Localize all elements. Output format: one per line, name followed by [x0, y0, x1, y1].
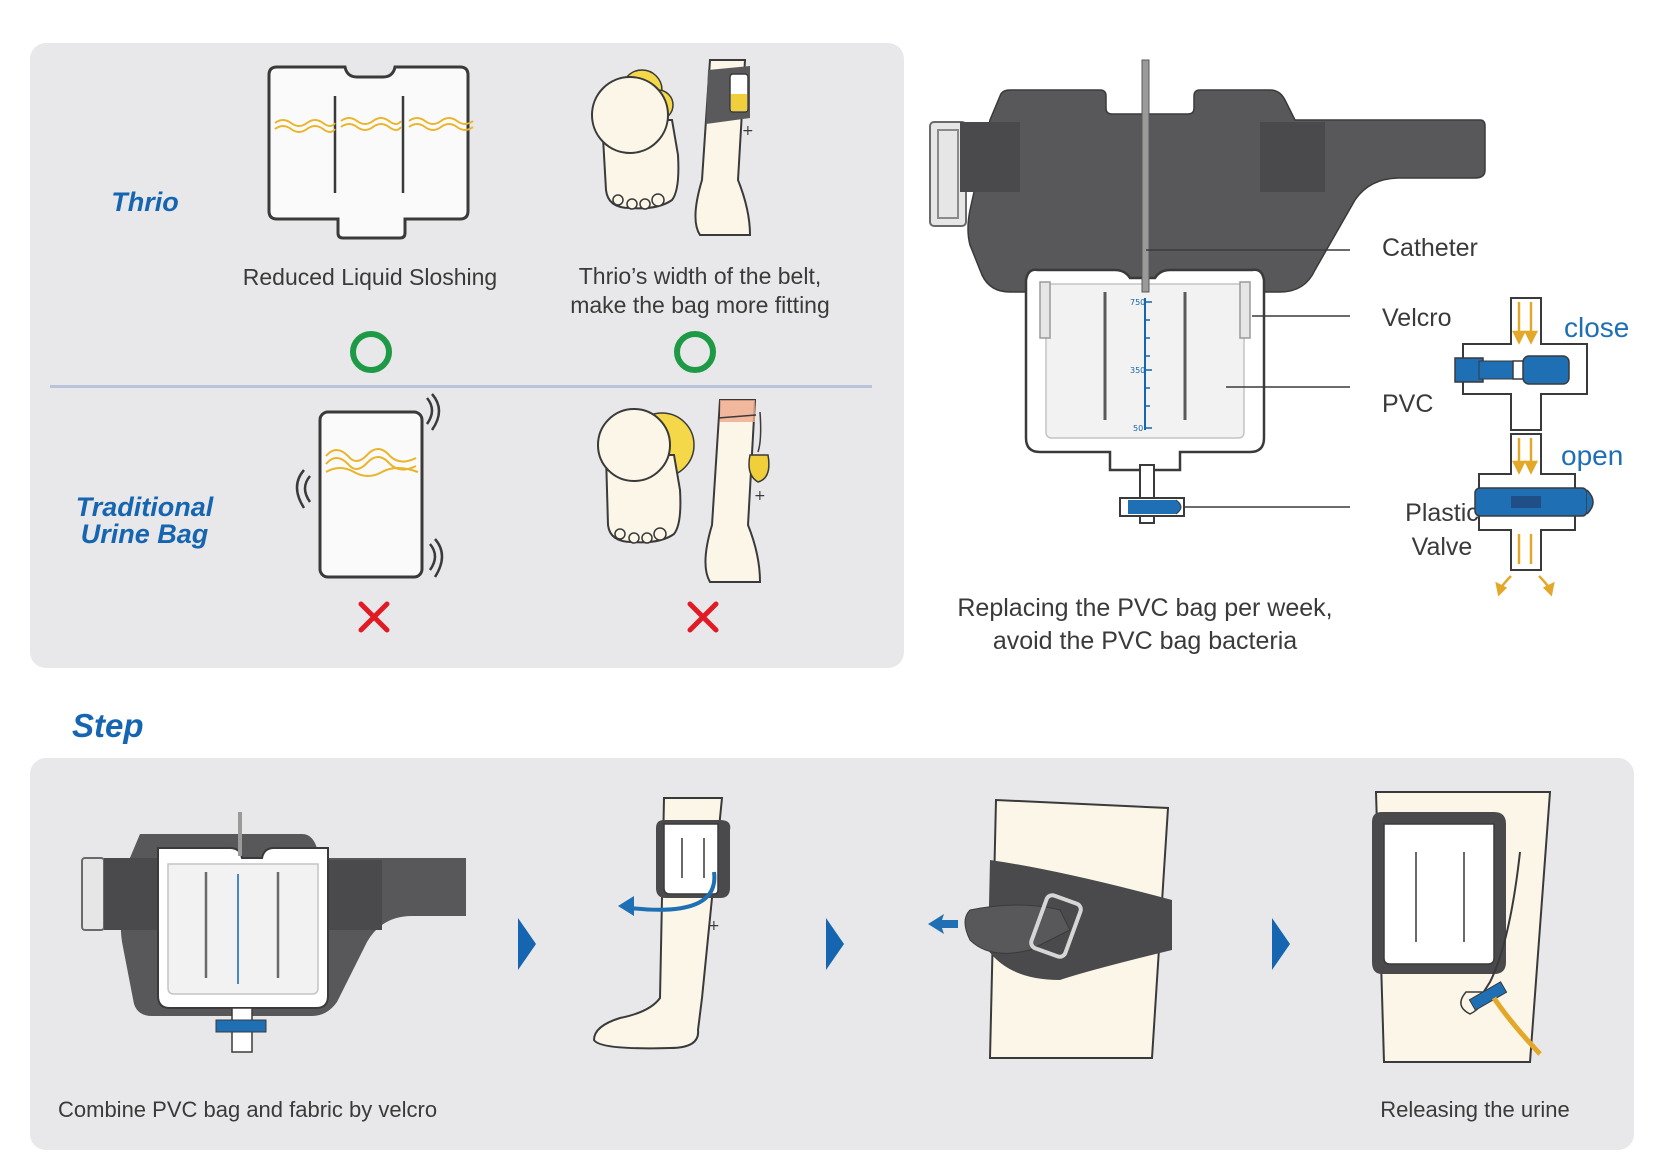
good-mark-icon: [674, 331, 716, 373]
thrio-bag-sloshing-illustration: [267, 65, 474, 240]
step-arrow-icon: [518, 918, 536, 970]
thrio-leg-illustration: +: [591, 59, 754, 236]
traditional-leg-illustration: +: [597, 399, 770, 583]
step3-tighten-belt-illustration: [928, 798, 1172, 1059]
valve-open-label: open: [1561, 440, 1624, 471]
catheter-label: Catheter: [1382, 234, 1478, 262]
step-arrow-icon: [1272, 918, 1290, 970]
belt-caption-line2: make the bag more fitting: [570, 292, 830, 318]
scale-mark-750: 750: [1130, 298, 1145, 307]
replacement-caption-line1: Replacing the PVC bag per week,: [957, 594, 1333, 622]
thrio-title: Thrio: [111, 187, 179, 217]
svg-text:+: +: [708, 918, 720, 934]
plastic-valve-line2: Valve: [1411, 533, 1473, 561]
scale-mark-350: 350: [1130, 366, 1145, 375]
step-heading: Step: [72, 707, 144, 744]
plastic-valve-line1: Plastic: [1405, 499, 1479, 527]
step2-wrap-leg-illustration: +: [592, 797, 731, 1050]
plastic-valve-label: Plastic Valve: [1382, 496, 1502, 564]
svg-text:+: +: [742, 123, 754, 139]
pvc-label: PVC: [1382, 390, 1434, 418]
valve-close-illustration: [1454, 297, 1588, 431]
divider: [50, 385, 872, 388]
velcro-label: Velcro: [1382, 304, 1452, 332]
step4-release-urine-illustration: [1372, 791, 1552, 1063]
step4-caption: Releasing the urine: [1380, 1097, 1570, 1122]
replacement-caption: Replacing the PVC bag per week, avoid th…: [935, 592, 1355, 658]
belt-caption: Thrio’s width of the belt, make the bag …: [540, 262, 860, 320]
step1-bag-and-fabric-illustration: [81, 812, 467, 1053]
product-diagram: 750 350 50: [929, 59, 1486, 524]
sloshing-caption: Reduced Liquid Sloshing: [242, 264, 498, 290]
belt-caption-line1: Thrio’s width of the belt,: [578, 263, 822, 289]
replacement-caption-line2: avoid the PVC bag bacteria: [992, 627, 1298, 655]
traditional-bag-sloshing-illustration: [295, 393, 444, 579]
good-mark-icon: [350, 331, 392, 373]
valve-open-illustration: [1474, 433, 1594, 597]
traditional-urine-bag-title: Traditional Urine Bag: [62, 494, 227, 548]
step-arrow-icon: [826, 918, 844, 970]
traditional-title-line2: Urine Bag: [80, 519, 209, 549]
svg-text:+: +: [754, 488, 766, 504]
traditional-title-line1: Traditional: [75, 492, 214, 522]
scale-mark-50: 50: [1133, 424, 1143, 433]
step1-caption: Combine PVC bag and fabric by velcro: [58, 1097, 438, 1122]
bad-mark-icon: [687, 601, 719, 633]
valve-close-label: close: [1564, 312, 1630, 343]
bad-mark-icon: [358, 601, 390, 633]
